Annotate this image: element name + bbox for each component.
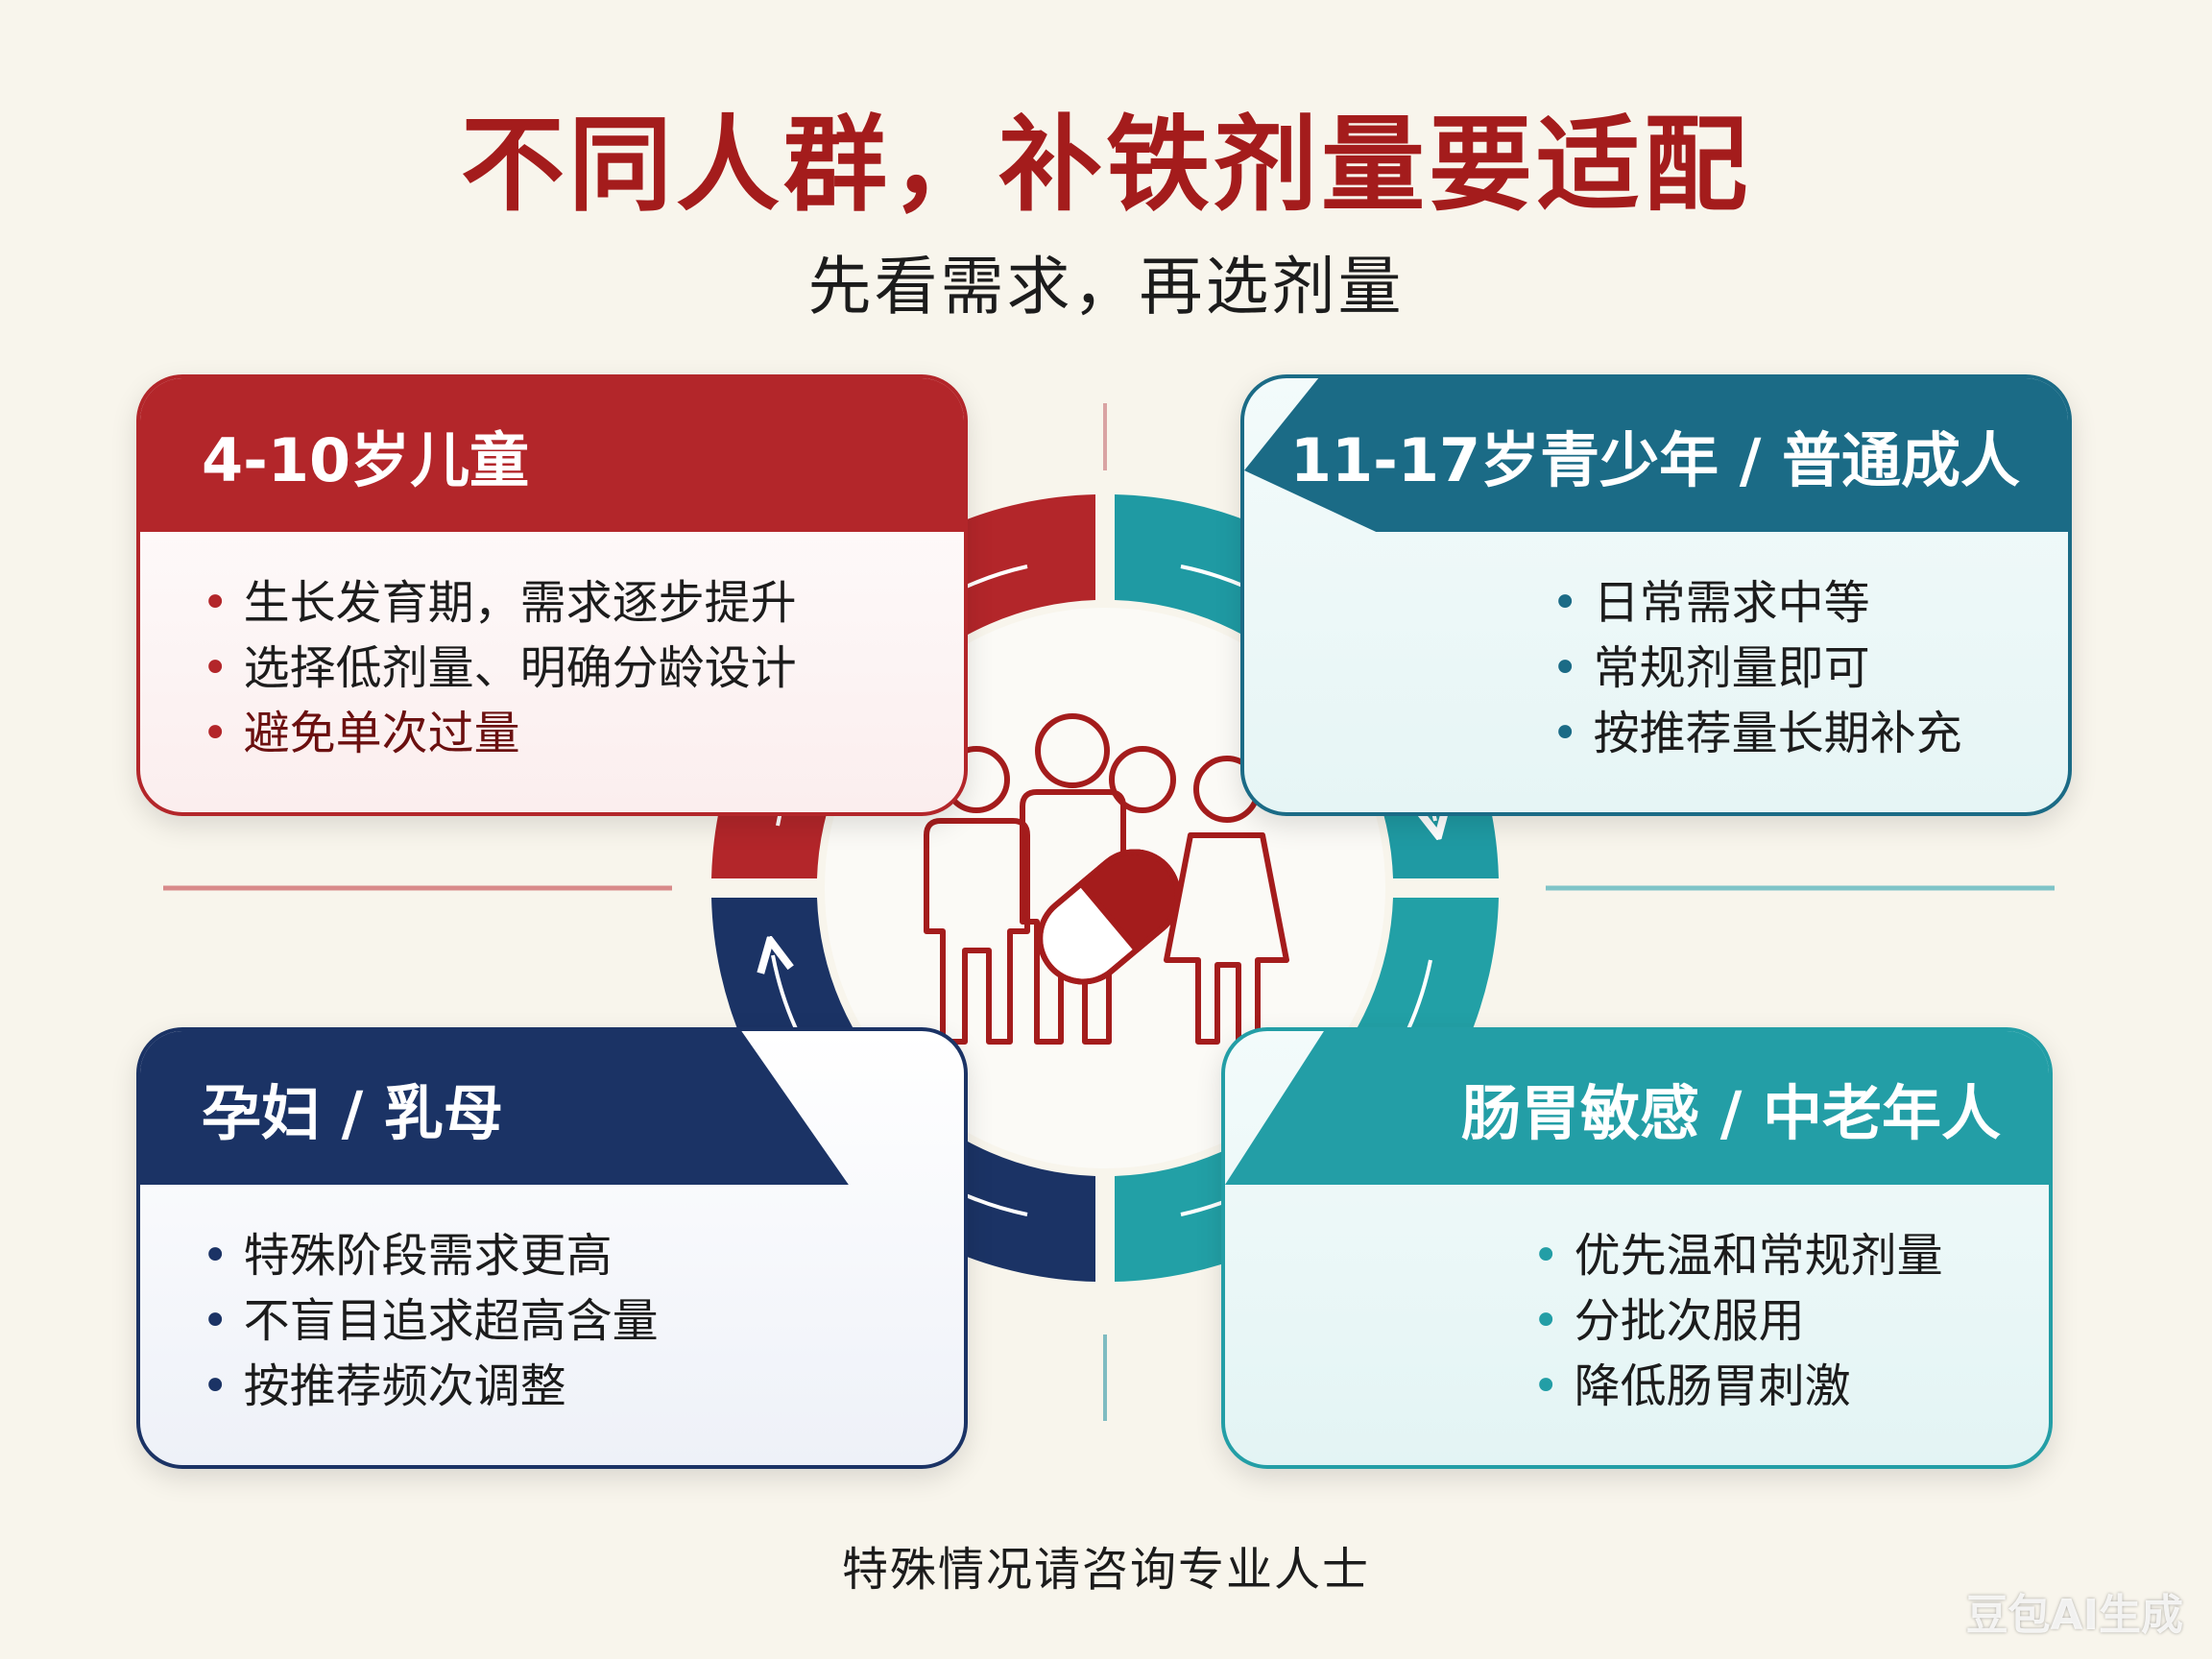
card-teen-adult-title: 11-17岁青少年 / 普通成人 bbox=[1244, 378, 2068, 532]
list-item: 分批次服用 bbox=[1532, 1288, 1943, 1354]
card-sensitive-elderly-title: 肠胃敏感 / 中老年人 bbox=[1225, 1031, 2049, 1185]
list-item: 常规剂量即可 bbox=[1551, 636, 1962, 701]
card-teen-adult: 11-17岁青少年 / 普通成人 日常需求中等 常规剂量即可 按推荐量长期补充 bbox=[1240, 374, 2072, 816]
card-pregnant-nursing: 孕妇 / 乳母 特殊阶段需求更高 不盲目追求超高含量 按推荐频次调整 bbox=[136, 1027, 968, 1469]
card-sensitive-elderly: 肠胃敏感 / 中老年人 优先温和常规剂量 分批次服用 降低肠胃刺激 bbox=[1221, 1027, 2053, 1469]
list-item: 优先温和常规剂量 bbox=[1532, 1223, 1943, 1288]
list-item: 按推荐频次调整 bbox=[202, 1354, 659, 1419]
card-pregnant-nursing-list: 特殊阶段需求更高 不盲目追求超高含量 按推荐频次调整 bbox=[202, 1223, 659, 1419]
watermark: 豆包AI生成 bbox=[1965, 1591, 2183, 1640]
list-item: 生长发育期，需求逐步提升 bbox=[202, 570, 797, 636]
card-children-title: 4-10岁儿童 bbox=[140, 378, 964, 532]
list-item: 按推荐量长期补充 bbox=[1551, 701, 1962, 766]
page-subtitle: 先看需求，再选剂量 bbox=[807, 250, 1405, 324]
list-item: 不盲目追求超高含量 bbox=[202, 1288, 659, 1354]
ring-quadrant-teal-bottom bbox=[1115, 898, 1499, 1282]
family-with-pill-icon bbox=[924, 713, 1289, 1045]
card-sensitive-elderly-list: 优先温和常规剂量 分批次服用 降低肠胃刺激 bbox=[1532, 1223, 1943, 1419]
card-children-list: 生长发育期，需求逐步提升 选择低剂量、明确分龄设计 避免单次过量 bbox=[202, 570, 797, 766]
list-item: 日常需求中等 bbox=[1551, 570, 1962, 636]
footer-note: 特殊情况请咨询专业人士 bbox=[841, 1543, 1370, 1597]
list-item: 选择低剂量、明确分龄设计 bbox=[202, 636, 797, 701]
list-item: 降低肠胃刺激 bbox=[1532, 1354, 1943, 1419]
page-title: 不同人群，补铁剂量要适配 bbox=[460, 106, 1751, 226]
ring-quadrant-navy bbox=[711, 898, 1095, 1282]
card-children: 4-10岁儿童 生长发育期，需求逐步提升 选择低剂量、明确分龄设计 避免单次过量 bbox=[136, 374, 968, 816]
list-item: 避免单次过量 bbox=[202, 701, 797, 766]
card-teen-adult-list: 日常需求中等 常规剂量即可 按推荐量长期补充 bbox=[1551, 570, 1962, 766]
card-pregnant-nursing-title: 孕妇 / 乳母 bbox=[140, 1031, 849, 1185]
list-item: 特殊阶段需求更高 bbox=[202, 1223, 659, 1288]
